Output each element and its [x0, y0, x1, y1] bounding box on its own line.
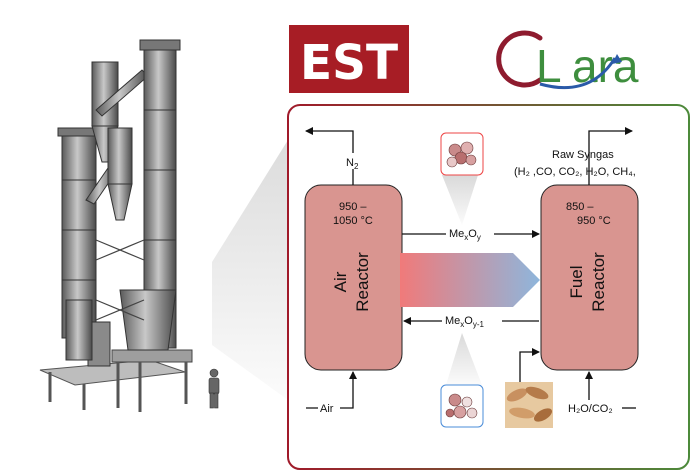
air-reactor-label-1: Air [331, 271, 350, 292]
clara-l-letter: L [536, 40, 562, 92]
air-reactor-temp-1: 950 – [339, 201, 367, 213]
particle-bottom-pointer [446, 333, 482, 385]
syngas-outlet-arrow [588, 127, 633, 185]
fuel-reactor-temp-1: 850 – [566, 201, 594, 213]
fuel-reactor-label-1: Fuel [567, 265, 586, 298]
zoom-funnel [212, 140, 288, 400]
n2-label: N2 [346, 157, 359, 171]
fuel-feed-arrow [519, 348, 540, 382]
fuel-reactor-temp-2: 950 °C [577, 215, 611, 227]
particle-top-pointer [442, 175, 478, 225]
steam-inlet-label: H₂O/CO₂ [568, 403, 613, 415]
est-logo-text: EST [300, 35, 398, 91]
clara-logo: L ara [496, 30, 639, 92]
wood-chips-icon [505, 382, 553, 428]
clara-swoosh-arc [539, 57, 617, 90]
oxidized-particle-icon [440, 132, 484, 176]
est-logo: EST [289, 25, 409, 93]
syngas-composition-label: (H₂ ,CO, CO₂, H₂O, CH₄, [514, 166, 636, 178]
person-silhouette-icon [208, 368, 220, 409]
oxidized-carrier-label: MexOy [449, 228, 481, 242]
air-inlet-label: Air [320, 403, 334, 415]
air-reactor-label-2: Reactor [353, 252, 372, 312]
pilot-plant-illustration [39, 39, 288, 412]
reduced-carrier-label: MexOy-1 [445, 315, 485, 329]
raw-syngas-label: Raw Syngas [552, 149, 614, 161]
air-reactor-temp-2: 1050 °C [333, 215, 373, 227]
solid-transfer-arrow [400, 253, 540, 307]
clara-c-letter [496, 30, 543, 88]
fuel-reactor-label-2: Reactor [589, 252, 608, 312]
reduced-particle-icon [440, 384, 484, 428]
